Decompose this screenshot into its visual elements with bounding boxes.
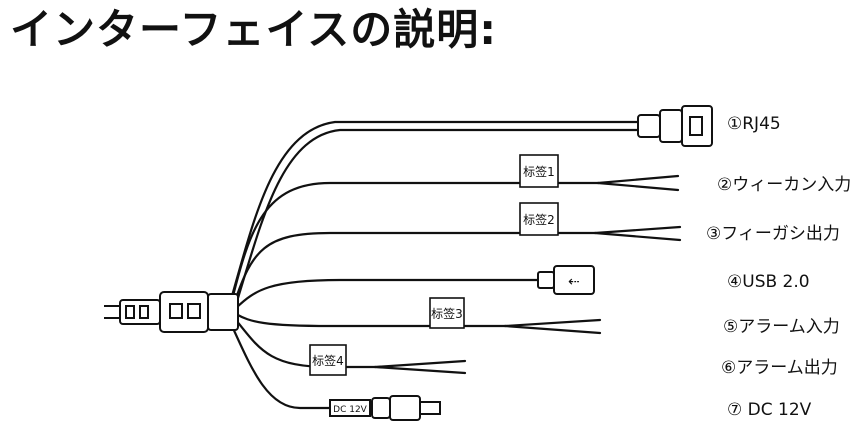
port-label-usb: ④USB 2.0 bbox=[727, 272, 810, 292]
port-name: ウィーカン入力 bbox=[732, 175, 852, 195]
port-num: ⑦ bbox=[727, 400, 743, 420]
tag-4: 标签4 bbox=[312, 353, 344, 368]
port-name: USB 2.0 bbox=[742, 272, 810, 292]
tag-2: 标签2 bbox=[523, 212, 555, 227]
port-label-2: ②ウィーカン入力 bbox=[717, 175, 851, 195]
port-num: ③ bbox=[706, 224, 722, 244]
cable-dc bbox=[230, 324, 332, 410]
tag-1-box bbox=[519, 154, 559, 188]
port-name: DC 12V bbox=[747, 400, 812, 420]
dc-connector-label: DC 12V bbox=[333, 405, 368, 415]
port-name: フィーガシ出力 bbox=[721, 224, 840, 244]
tag-3: 标签3 bbox=[431, 306, 463, 321]
cable-3 bbox=[232, 231, 597, 306]
port-label-dc: ⑦ DC 12V bbox=[727, 400, 811, 420]
port-name: アラーム入力 bbox=[738, 317, 840, 337]
cable-usb bbox=[234, 278, 542, 310]
tag-4-box bbox=[309, 344, 347, 376]
cable-2 bbox=[230, 181, 600, 302]
tag-3-box bbox=[429, 297, 465, 329]
port-name: RJ45 bbox=[742, 114, 781, 134]
usb-icon: ⇠ bbox=[568, 274, 580, 290]
page-title: インターフェイスの説明: bbox=[10, 5, 498, 54]
dc-connector bbox=[329, 395, 441, 421]
port-num: ⑤ bbox=[723, 317, 739, 337]
port-num: ① bbox=[727, 114, 743, 134]
usb-connector bbox=[537, 265, 595, 295]
port-label-3: ③フィーガシ出力 bbox=[706, 224, 840, 244]
port-label-alarm-out: ⑥アラーム出力 bbox=[721, 358, 838, 378]
port-num: ④ bbox=[727, 272, 743, 292]
port-num: ⑥ bbox=[721, 358, 737, 378]
port-name: アラーム出力 bbox=[736, 358, 838, 378]
port-num: ② bbox=[717, 175, 733, 195]
cable-hub bbox=[119, 291, 239, 333]
tag-1: 标签1 bbox=[523, 164, 555, 179]
tag-2-box bbox=[519, 202, 559, 236]
port-label-rj45: ①RJ45 bbox=[727, 114, 781, 134]
cable-alarm-in bbox=[234, 312, 507, 328]
port-label-alarm-in: ⑤アラーム入力 bbox=[723, 317, 840, 337]
rj45-connector bbox=[637, 105, 713, 147]
